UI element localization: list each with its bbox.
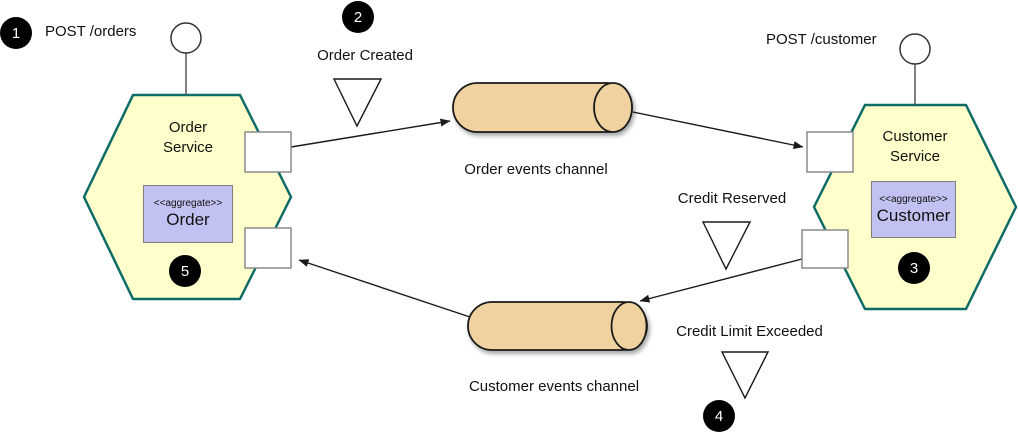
customer-events-channel-cylinder [467, 301, 648, 351]
order-events-channel-cylinder [452, 82, 633, 133]
arrow-order-service-to-order-events-channel [290, 118, 451, 148]
order-service-inbound-port [244, 227, 292, 269]
order-service-name: Order Service [162, 119, 214, 156]
customer-aggregate-stereotype: <<aggregate>> [879, 193, 948, 205]
order-aggregate-stereotype: <<aggregate>> [153, 198, 223, 209]
credit-reserved-label: Credit Reserved [677, 190, 787, 207]
arrow-customer-events-channel-to-order-service [298, 259, 471, 318]
arrow-order-events-channel-to-customer-service [632, 111, 804, 150]
customer-service-inbound-port [806, 131, 854, 173]
order-events-channel-label: Order events channel [464, 161, 608, 178]
step-badge-3: 3 [898, 252, 930, 284]
order-created-event-icon [332, 78, 383, 128]
customer-service-lollipop-interface-icon [899, 33, 931, 65]
customer-service-name: Customer Service [882, 128, 948, 165]
step-badge-1: 1 [0, 17, 32, 49]
customer-aggregate-name: Customer [876, 205, 951, 225]
step-badge-5: 5 [169, 255, 201, 287]
post-orders-label: POST /orders [45, 23, 137, 40]
order-created-label: Order Created [317, 47, 413, 64]
customer-aggregate-box: <<aggregate>> Customer [871, 181, 956, 238]
arrow-customer-service-to-customer-events-channel [639, 258, 803, 303]
customer-service-outbound-port [801, 229, 849, 269]
step-badge-4: 4 [703, 400, 735, 432]
order-service-outbound-port [244, 131, 292, 173]
order-aggregate-box: <<aggregate>> Order [143, 185, 233, 243]
credit-limit-exceeded-event-icon [720, 351, 770, 400]
step-badge-2: 2 [342, 1, 374, 33]
post-customer-label: POST /customer [766, 31, 877, 48]
credit-limit-exceeded-label: Credit Limit Exceeded [676, 323, 823, 340]
customer-events-channel-label: Customer events channel [468, 378, 640, 395]
order-aggregate-name: Order [166, 210, 210, 229]
order-service-lollipop-interface-icon [170, 22, 202, 54]
credit-reserved-event-icon [701, 221, 752, 271]
